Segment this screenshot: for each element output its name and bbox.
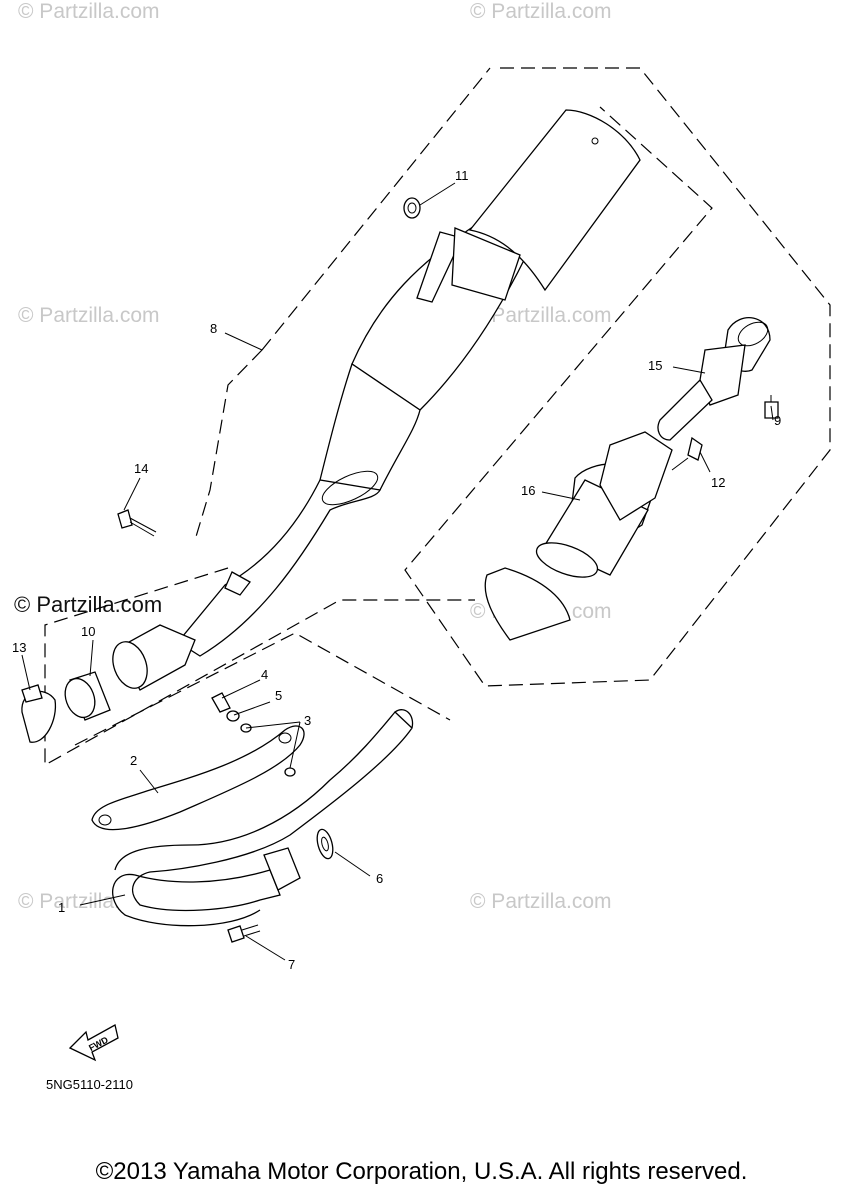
callout-3: 3 — [304, 713, 311, 728]
exhaust-joint — [112, 624, 196, 691]
watermark-mid-left: © Partzilla.com — [18, 304, 160, 327]
silencer-group-boundary — [194, 67, 491, 541]
forward-direction-arrow: FWD — [68, 1024, 119, 1062]
callout-11: 11 — [455, 168, 469, 183]
exhaust-pipe-bolt — [227, 924, 261, 943]
callout-7: 7 — [288, 957, 295, 972]
callout-16: 16 — [521, 483, 535, 498]
muffler-outlet — [484, 567, 571, 641]
end-cap-bolt — [671, 436, 703, 471]
exhaust-protector — [91, 725, 305, 831]
exhaust-pipe — [112, 709, 414, 927]
exhaust-clamp — [21, 684, 57, 743]
callout-10: 10 — [81, 624, 95, 639]
tail-pipe — [657, 317, 771, 441]
muffler-bolt — [117, 509, 157, 537]
callout-1: 1 — [58, 900, 65, 915]
callout-4: 4 — [261, 667, 268, 682]
callout-13: 13 — [12, 640, 26, 655]
callout-14: 14 — [134, 461, 148, 476]
watermark-mid-center: © Partzilla.com — [470, 304, 612, 327]
end-cap — [535, 431, 673, 578]
callout-15: 15 — [648, 358, 662, 373]
watermark-top-center: © Partzilla.com — [470, 0, 612, 23]
copyright-footer: ©2013 Yamaha Motor Corporation, U.S.A. A… — [95, 1158, 748, 1185]
callout-5: 5 — [275, 688, 282, 703]
diagram-code: 5NG5110-2110 — [46, 1077, 133, 1092]
muffler-body — [177, 109, 641, 657]
muffler-assembly-boundary — [404, 67, 831, 687]
front-pipe-boundary — [74, 632, 451, 746]
exhaust-gasket — [316, 828, 334, 860]
callout-12: 12 — [711, 475, 725, 490]
callout-leaders — [21, 182, 774, 961]
joint-group-boundary — [44, 567, 475, 767]
callout-6: 6 — [376, 871, 383, 886]
watermark-top-left: © Partzilla.com — [18, 0, 160, 23]
callout-8: 8 — [210, 321, 217, 336]
muffler-damper — [403, 197, 421, 219]
callout-2: 2 — [130, 753, 137, 768]
callout-9: 9 — [774, 413, 781, 428]
muffler-gasket — [64, 671, 111, 721]
watermark-bottom-center: © Partzilla.com — [470, 890, 612, 913]
